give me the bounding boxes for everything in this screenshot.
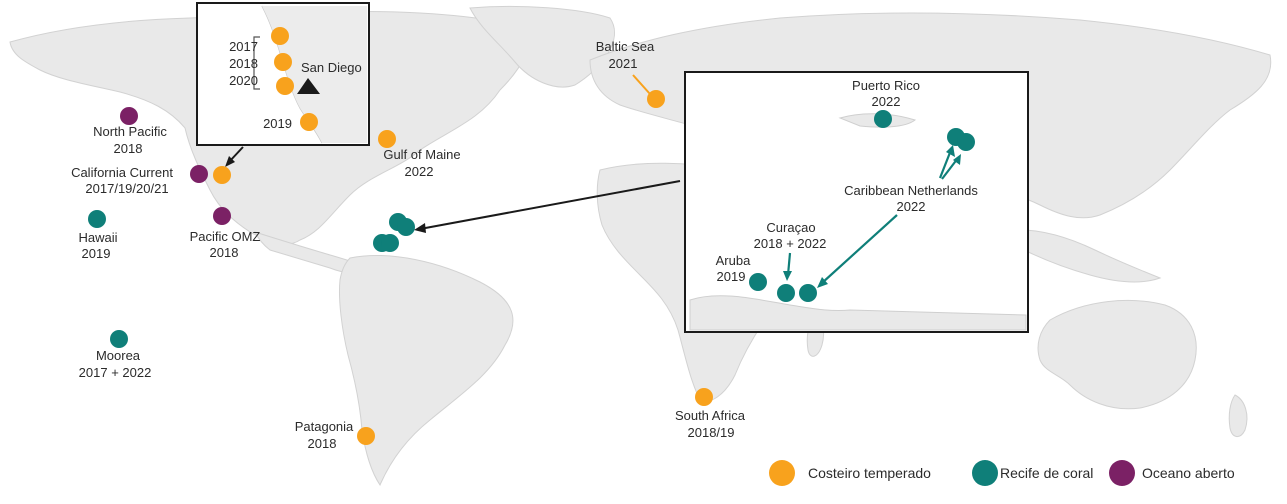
landmass-australia: [1037, 299, 1197, 410]
baltic-sea-year: 2021: [609, 56, 638, 71]
patagonia-site: [357, 427, 375, 445]
legend-label-temperate: Costeiro temperado: [808, 465, 931, 481]
legend-label-ocean: Oceano aberto: [1142, 465, 1235, 481]
san-diego-arrowhead: [225, 156, 235, 167]
pacific-omz-name: Pacific OMZ: [190, 229, 261, 244]
years-bracket: [253, 36, 260, 90]
curacao-name: Curaçao: [766, 220, 815, 235]
puerto-rico-year: 2022: [872, 94, 901, 109]
south-africa-year: 2018/19: [688, 425, 735, 440]
landmass-greenland: [469, 5, 616, 88]
inset-year-2019: 2019: [263, 116, 292, 131]
aruba-site: [749, 273, 767, 291]
caribbean-netherlands-site-b: [957, 133, 975, 151]
hawaii-name: Hawaii: [78, 230, 117, 245]
cn-arrow-3: [821, 214, 898, 284]
pacific-omz-site: [213, 207, 231, 225]
pacific-omz-year: 2018: [210, 245, 239, 260]
inset-year-2017: 2017: [229, 39, 258, 54]
world-sites: North Pacific 2018 California Current 20…: [71, 39, 746, 451]
caribbean-site-d: [381, 234, 399, 252]
south-africa-site: [695, 388, 713, 406]
baltic-sea-leader: [632, 74, 651, 95]
cn-arrow-1: [938, 149, 953, 179]
patagonia-name: Patagonia: [295, 419, 354, 434]
gulf-of-maine-name: Gulf of Maine: [383, 147, 460, 162]
caribbean-inset: Puerto Rico 2022 Caribbean Netherlands 2…: [684, 71, 1029, 333]
gulf-of-maine-year: 2022: [405, 164, 434, 179]
landmass-se-asia: [1009, 229, 1162, 283]
cn-arrowhead-1: [946, 145, 955, 157]
inset-site-2019: [300, 113, 318, 131]
legend-swatch-ocean: [1109, 460, 1135, 486]
inset-site-2017: [271, 27, 289, 45]
caribbean-netherlands-year: 2022: [897, 199, 926, 214]
aruba-year: 2019: [717, 269, 746, 284]
baltic-sea-site: [647, 90, 665, 108]
san-diego-site: [213, 166, 231, 184]
inset-site-2020: [276, 77, 294, 95]
california-current-site: [190, 165, 208, 183]
north-pacific-year: 2018: [114, 141, 143, 156]
puerto-rico-site: [874, 110, 892, 128]
legend-swatch-temperate: [769, 460, 795, 486]
inset-year-2020: 2020: [229, 73, 258, 88]
moorea-site: [110, 330, 128, 348]
legend-swatch-coral: [972, 460, 998, 486]
landmass-new-zealand: [1228, 394, 1248, 437]
caribbean-netherlands-name: Caribbean Netherlands: [844, 183, 978, 198]
hawaii-year: 2019: [82, 246, 111, 261]
caribbean-pointer-arrowhead: [414, 223, 426, 233]
caribbean-site-b: [397, 218, 415, 236]
venezuela-coast: [689, 295, 1027, 331]
inset-year-2018: 2018: [229, 56, 258, 71]
san-diego-land: [262, 6, 367, 143]
curacao-arrowhead: [783, 271, 792, 281]
caribbean-inset-frame: [684, 71, 1029, 333]
legend-label-coral: Recife de coral: [1000, 465, 1093, 481]
inset-site-2018: [274, 53, 292, 71]
california-current-year: 2017/19/20/21: [85, 181, 168, 196]
hawaii-site: [88, 210, 106, 228]
san-diego-label: San Diego: [301, 60, 362, 75]
moorea-year: 2017 + 2022: [79, 365, 152, 380]
curacao-year: 2018 + 2022: [754, 236, 827, 251]
north-pacific-name: North Pacific: [93, 124, 167, 139]
cn-arrowhead-3: [817, 277, 828, 288]
landmass-south-america: [339, 255, 514, 487]
gulf-of-maine-site: [378, 130, 396, 148]
caribbean-pointer-arrow: [419, 180, 681, 230]
cn-arrowhead-2: [953, 154, 961, 165]
bonaire-site: [799, 284, 817, 302]
north-pacific-site: [120, 107, 138, 125]
legend: Costeiro temperado Recife de coral Ocean…: [769, 460, 1235, 486]
puerto-rico-name: Puerto Rico: [852, 78, 920, 93]
patagonia-year: 2018: [308, 436, 337, 451]
san-diego-triangle-marker: [297, 78, 320, 94]
south-africa-name: South Africa: [675, 408, 746, 423]
aruba-name: Aruba: [716, 253, 751, 268]
baltic-sea-name: Baltic Sea: [596, 39, 655, 54]
curacao-site: [777, 284, 795, 302]
moorea-name: Moorea: [96, 348, 141, 363]
california-current-name: California Current: [71, 165, 173, 180]
san-diego-inset: 2017 2018 2020 2019 San Diego: [196, 2, 370, 146]
